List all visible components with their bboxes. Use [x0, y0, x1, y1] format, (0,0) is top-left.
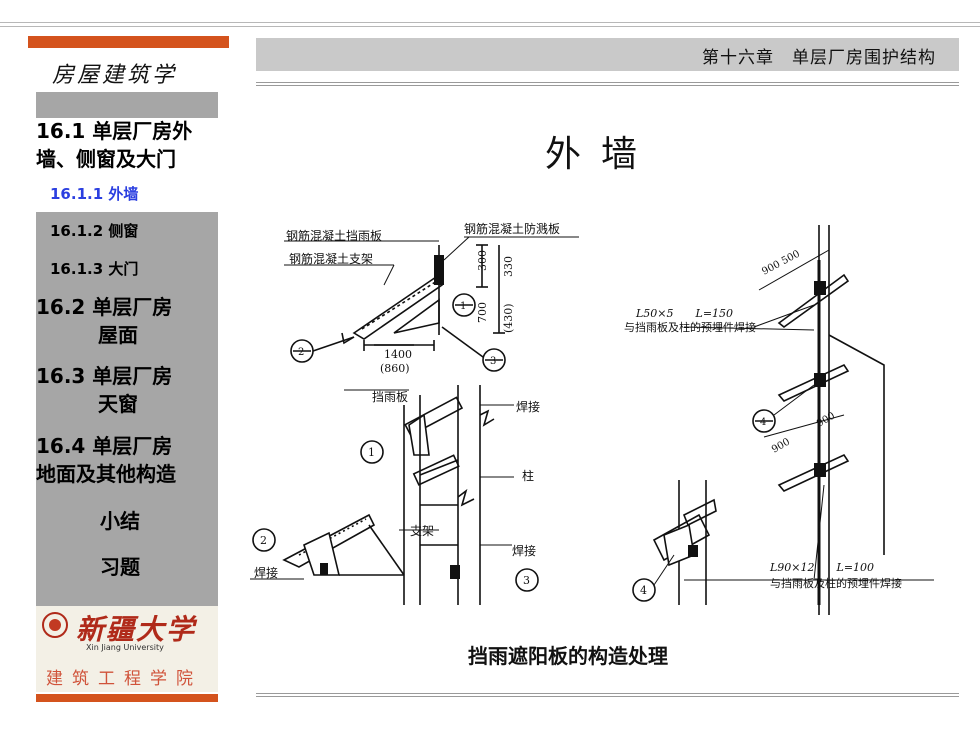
- sidebar-item-16-1[interactable]: 16.1 单层厂房外 墙、侧窗及大门: [36, 117, 192, 173]
- detail-number: 4: [760, 417, 766, 428]
- drawing-label-weld: 焊接: [512, 543, 536, 558]
- university-name-en: Xin Jiang University: [86, 643, 164, 652]
- top-rule: [0, 22, 980, 23]
- footer-rule: [256, 696, 959, 697]
- detail-number: 1: [368, 446, 375, 459]
- detail-1-3: [344, 385, 539, 605]
- sidebar-item-16-1-3[interactable]: 16.1.3 大门: [50, 260, 139, 278]
- drawing-dim: 300: [476, 250, 489, 271]
- drawing-label-angle-top: L50×5 L=150: [635, 307, 733, 320]
- drawing-label-splash-board: 钢筋混凝土防溅板: [464, 221, 560, 236]
- drawing-label-angle-bottom: L90×12 L=100: [769, 561, 874, 574]
- drawing-label-canopy: 钢筋混凝土挡雨板: [286, 228, 382, 243]
- sidebar-item-16-2[interactable]: 16.2 单层厂房 屋面: [36, 293, 172, 349]
- detail-number: 2: [298, 347, 304, 358]
- detail-number: 1: [460, 301, 466, 312]
- sidebar-item-summary[interactable]: 小结: [100, 509, 140, 533]
- header-rule: [256, 85, 959, 86]
- drawing-label-rain-board: 挡雨板: [372, 390, 408, 404]
- drawing-dim: 900 500: [760, 249, 802, 278]
- sidebar-item-16-1-1[interactable]: 16.1.1 外墙: [50, 185, 139, 203]
- page-title: 外墙: [545, 134, 658, 175]
- drawing-dim: (860): [380, 362, 410, 375]
- sidebar-item-label: 屋面: [98, 323, 138, 347]
- detail-number: 3: [490, 356, 496, 367]
- detail-number: 4: [640, 584, 647, 597]
- header-bar: [256, 38, 959, 71]
- drawing-label-angle-bottom-note: 与挡雨板及柱的预埋件焊接: [770, 576, 902, 590]
- sidebar-item-16-4[interactable]: 16.4 单层厂房 地面及其他构造: [36, 432, 176, 488]
- sidebar-item-label: 16.1 单层厂房外: [36, 119, 193, 143]
- sidebar-item-label: 地面及其他构造: [36, 462, 176, 486]
- drawing-label-weld: 焊接: [516, 399, 540, 414]
- sidebar-item-16-3[interactable]: 16.3 单层厂房 天窗: [36, 362, 172, 418]
- sidebar-active-section: [36, 118, 222, 212]
- seal-icon: [42, 612, 68, 638]
- sidebar-item-16-1-2[interactable]: 16.1.2 侧窗: [50, 222, 139, 240]
- detail-4: [632, 480, 717, 605]
- detail-number: 2: [260, 534, 267, 547]
- drawing-dim: 900: [770, 437, 792, 456]
- chapter-title: 第十六章 单层厂房围护结构: [702, 48, 936, 68]
- sidebar-item-exercises[interactable]: 习题: [100, 555, 140, 579]
- sidebar-item-label: 16.2 单层厂房: [36, 295, 173, 319]
- course-title: 房屋建筑学: [52, 63, 178, 88]
- drawing-dim: 1400: [384, 348, 412, 361]
- figure-caption: 挡雨遮阳板的构造处理: [468, 644, 668, 668]
- drawing-dim: 330: [502, 256, 515, 277]
- drawing-label-bracket-detail: 支架: [410, 524, 434, 538]
- detail-number: 3: [523, 574, 530, 587]
- accent-bar: [28, 36, 229, 48]
- drawing-dim: (430): [502, 303, 515, 333]
- canopy-section: [284, 236, 579, 372]
- accent-bar: [36, 694, 218, 702]
- column-elevation: [683, 225, 934, 615]
- drawing-label-angle-top-note: 与挡雨板及柱的预埋件焊接: [624, 320, 756, 334]
- sidebar-item-label: 天窗: [98, 392, 138, 416]
- drawing-label-bracket: 钢筋混凝土支架: [289, 251, 373, 266]
- seal-icon-center: [49, 619, 61, 631]
- drawing-label-column: 柱: [522, 468, 534, 483]
- construction-drawing: 钢筋混凝土挡雨板 钢筋混凝土防溅板 钢筋混凝土支架 300 330 700 (4…: [250, 221, 934, 615]
- drawing-label-weld: 焊接: [254, 565, 278, 580]
- sidebar-item-label: 16.4 单层厂房: [36, 434, 173, 458]
- top-rule: [0, 26, 980, 27]
- detail-2: [250, 513, 405, 580]
- department-name: 建筑工程学院: [46, 669, 202, 689]
- sidebar-item-label: 16.3 单层厂房: [36, 364, 173, 388]
- university-name: 新疆大学: [76, 613, 197, 646]
- drawing-dim: 700: [476, 302, 489, 323]
- sidebar-item-label: 墙、侧窗及大门: [36, 147, 176, 171]
- footer-rule: [256, 693, 959, 694]
- header-rule: [256, 82, 959, 83]
